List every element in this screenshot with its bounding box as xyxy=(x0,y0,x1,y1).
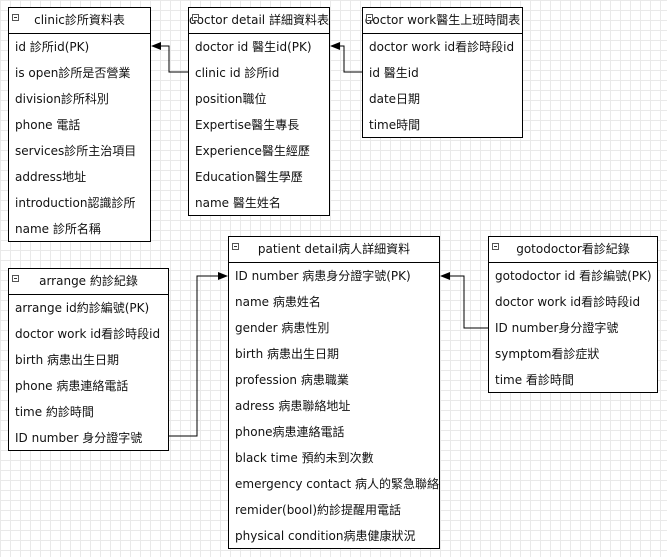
table-field[interactable]: gotodoctor id 看診編號(PK) xyxy=(495,269,652,283)
table-patient-detail[interactable]: patient detail病人詳細資料 ID number 病患身分證字號(P… xyxy=(228,236,440,549)
table-field[interactable]: physical condition病患健康狀況 xyxy=(235,529,416,543)
table-field[interactable]: name 診所名稱 xyxy=(15,222,101,236)
table-clinic[interactable]: clinic診所資料表 id 診所id(PK) is open診所是否營業 divi… xyxy=(8,7,151,242)
table-field[interactable]: is open診所是否營業 xyxy=(15,66,131,80)
table-rows: ID number 病患身分證字號(PK) name 病患姓名 gender 病患性… xyxy=(229,263,439,549)
collapse-icon[interactable] xyxy=(232,243,239,250)
table-arrange[interactable]: arrange 約診紀錄 arrange id約診編號(PK) doctor wo… xyxy=(8,268,169,451)
table-field[interactable]: time時間 xyxy=(369,118,421,132)
table-field[interactable]: division診所科別 xyxy=(15,92,109,106)
table-title: doctor work醫生上班時間表 xyxy=(364,13,521,27)
table-field[interactable]: ID number身分證字號 xyxy=(495,321,619,335)
table-field[interactable]: phone 電話 xyxy=(15,118,81,132)
table-title: clinic診所資料表 xyxy=(34,13,125,27)
collapse-icon[interactable] xyxy=(192,14,199,21)
table-field[interactable]: adress 病患聯絡地址 xyxy=(235,399,351,413)
table-field[interactable]: position職位 xyxy=(195,92,267,106)
table-field[interactable]: time 約診時間 xyxy=(15,405,94,419)
table-field[interactable]: birth 病患出生日期 xyxy=(235,347,340,361)
table-field[interactable]: symptom看診症狀 xyxy=(495,347,600,361)
table-rows: gotodoctor id 看診編號(PK) doctor work id看診時段… xyxy=(489,263,657,393)
connector-gotodoctor-to-patient-detail xyxy=(440,272,488,329)
table-field[interactable]: services診所主治項目 xyxy=(15,144,137,158)
table-field[interactable]: black time 預約未到次數 xyxy=(235,451,374,465)
table-field[interactable]: id 診所id(PK) xyxy=(15,40,90,54)
table-field[interactable]: remider(bool)約診提醒用電話 xyxy=(235,503,402,517)
connector-doctor-work-to-doctor-detail xyxy=(330,42,362,73)
table-header[interactable]: doctor detail 詳細資料表 xyxy=(189,8,329,34)
table-rows: arrange id約診編號(PK) doctor work id看診時段id bi… xyxy=(9,295,168,451)
table-field[interactable]: emergency contact 病人的緊急聯絡人 xyxy=(235,477,439,491)
table-field[interactable]: ID number 病患身分證字號(PK) xyxy=(235,269,411,283)
table-field[interactable]: arrange id約診編號(PK) xyxy=(15,301,150,315)
collapse-icon[interactable] xyxy=(12,275,19,282)
table-field[interactable]: address地址 xyxy=(15,170,87,184)
table-header[interactable]: gotodoctor看診紀錄 xyxy=(489,237,657,263)
connector-arrange-to-patient-detail xyxy=(169,272,228,437)
table-field[interactable]: clinic id 診所id xyxy=(195,66,280,80)
table-title: doctor detail 詳細資料表 xyxy=(189,13,329,27)
table-field[interactable]: gender 病患性別 xyxy=(235,321,330,335)
table-field[interactable]: phone 病患連絡電話 xyxy=(15,379,129,393)
collapse-icon[interactable] xyxy=(366,14,373,21)
table-header[interactable]: patient detail病人詳細資料 xyxy=(229,237,439,263)
table-field[interactable]: ID number 身分證字號 xyxy=(15,431,143,445)
table-field[interactable]: Education醫生學歷 xyxy=(195,170,303,184)
table-rows: id 診所id(PK) is open診所是否營業 division診所科別 phon… xyxy=(9,34,150,242)
table-title: gotodoctor看診紀錄 xyxy=(516,242,630,256)
collapse-icon[interactable] xyxy=(12,14,19,21)
table-header[interactable]: clinic診所資料表 xyxy=(9,8,150,34)
table-field[interactable]: doctor work id看診時段id xyxy=(15,327,161,341)
table-doctor-work[interactable]: doctor work醫生上班時間表 doctor work id看診時段id i… xyxy=(362,7,523,138)
table-header[interactable]: doctor work醫生上班時間表 xyxy=(363,8,522,34)
table-field[interactable]: introduction認識診所 xyxy=(15,196,136,210)
table-rows: doctor id 醫生id(PK) clinic id 診所id position… xyxy=(189,34,329,216)
table-field[interactable]: id 醫生id xyxy=(369,66,419,80)
table-field[interactable]: Expertise醫生專長 xyxy=(195,118,300,132)
table-field[interactable]: phone病患連絡電話 xyxy=(235,425,345,439)
connector-doctor-detail-to-clinic xyxy=(151,42,188,73)
table-field[interactable]: name 病患姓名 xyxy=(235,295,321,309)
table-field[interactable]: time 看診時間 xyxy=(495,373,574,387)
table-field[interactable]: doctor work id看診時段id xyxy=(369,40,515,54)
collapse-icon[interactable] xyxy=(492,243,499,250)
table-field[interactable]: birth 病患出生日期 xyxy=(15,353,120,367)
table-title: arrange 約診紀錄 xyxy=(39,274,138,288)
table-field[interactable]: date日期 xyxy=(369,92,421,106)
table-field[interactable]: doctor work id看診時段id xyxy=(495,295,641,309)
table-field[interactable]: doctor id 醫生id(PK) xyxy=(195,40,312,54)
table-field[interactable]: name 醫生姓名 xyxy=(195,196,281,210)
table-gotodoctor[interactable]: gotodoctor看診紀錄 gotodoctor id 看診編號(PK) doc… xyxy=(488,236,658,393)
table-header[interactable]: arrange 約診紀錄 xyxy=(9,269,168,295)
table-field[interactable]: profession 病患職業 xyxy=(235,373,349,387)
table-field[interactable]: Experience醫生經歷 xyxy=(195,144,310,158)
table-doctor-detail[interactable]: doctor detail 詳細資料表 doctor id 醫生id(PK) cl… xyxy=(188,7,330,216)
table-rows: doctor work id看診時段id id 醫生id date日期 time時間 xyxy=(363,34,522,138)
table-title: patient detail病人詳細資料 xyxy=(257,242,411,256)
